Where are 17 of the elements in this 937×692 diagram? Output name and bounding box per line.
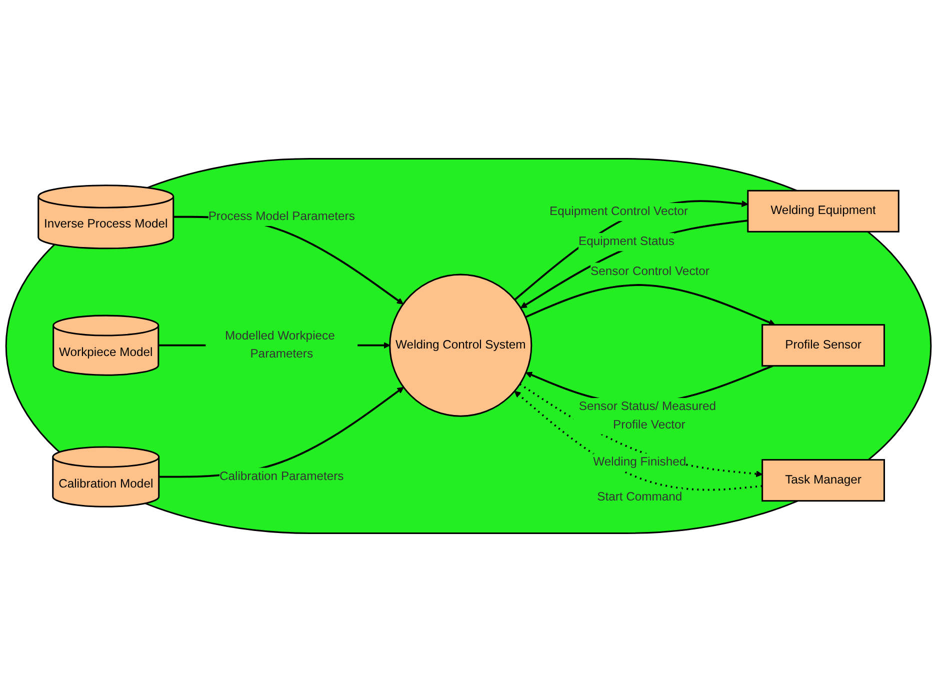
node-box: Profile Sensor — [762, 324, 885, 367]
edge-label: Start Command — [597, 490, 682, 504]
edge-label: Sensor Control Vector — [590, 264, 710, 278]
edge-label: Equipment Control Vector — [550, 205, 688, 218]
arrow — [520, 220, 748, 308]
edge-label: Equipment Status — [578, 235, 674, 248]
edge-label: Sensor Status/ Measured Profile Vector — [578, 400, 716, 432]
arrow — [525, 284, 776, 326]
edge-label: Process Model Parameters — [208, 210, 355, 223]
node-circle: Welding Control System — [389, 274, 532, 417]
edge-label: Welding Finished — [593, 456, 686, 469]
arrow — [519, 383, 763, 478]
node-box: Task Manager — [762, 459, 885, 502]
edge-label: Calibration Parameters — [219, 470, 344, 483]
edge-label: Modelled Workpiece Parameters — [224, 329, 335, 361]
arrow — [514, 200, 748, 300]
node-box: Welding Equipment — [747, 190, 900, 232]
